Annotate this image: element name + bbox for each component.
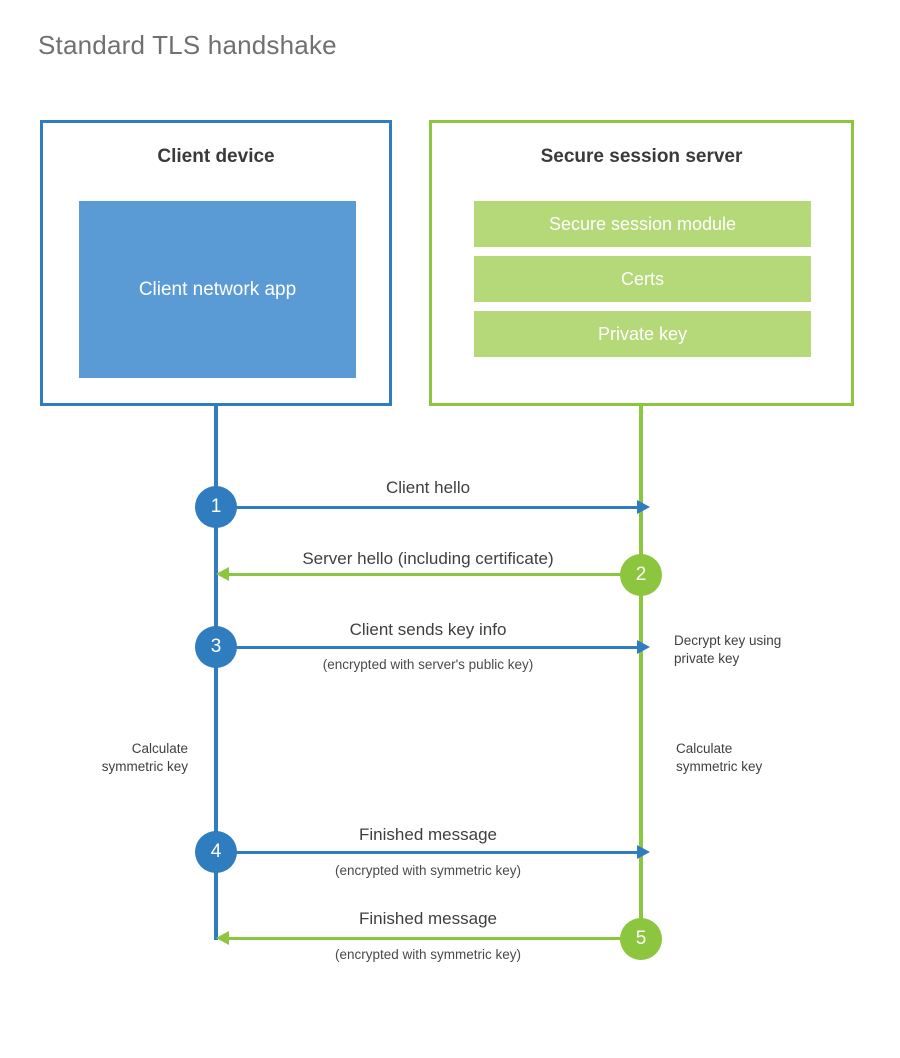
client-network-app-block: Client network app [79,201,356,378]
arrowhead-right-icon [637,500,650,514]
step-1-label: Client hello [385,478,471,497]
page-title: Standard TLS handshake [38,30,337,60]
step-4-marker: 4 [195,831,237,873]
step-5-label: Finished message [359,909,497,928]
note-calculate-symmetric-key-server: Calculate symmetric key [676,741,763,775]
step-2-arrow [216,567,641,581]
step-3-arrow [216,640,650,654]
step-1-arrow [216,500,650,514]
step-3-label: Client sends key info [349,620,507,639]
step-2-label: Server hello (including certificate) [302,549,554,568]
step-5-sublabel: (encrypted with symmetric key) [334,947,522,962]
client-lifeline [214,403,218,940]
step-4-sublabel: (encrypted with symmetric key) [334,863,522,878]
note-decrypt-key: Decrypt key using private key [674,633,782,667]
secure-session-server-title: Secure session server [540,146,743,167]
step-3-sublabel: (encrypted with server's public key) [322,657,534,672]
server-lifeline [639,403,643,940]
server-component-secure-session-module: Secure session module [474,201,811,247]
step-2-marker: 2 [620,554,662,596]
step-4-label: Finished message [359,825,497,844]
server-component-certs: Certs [474,256,811,302]
step-5-marker: 5 [620,918,662,960]
secure-session-server-box: Secure session server Secure session mod… [429,120,854,406]
client-device-title: Client device [157,146,275,167]
arrowhead-right-icon [637,640,650,654]
arrowhead-left-icon [216,567,229,581]
arrowhead-right-icon [637,845,650,859]
step-5-arrow [216,931,641,945]
note-calculate-symmetric-key-client: Calculate symmetric key [101,741,188,775]
step-1-marker: 1 [195,486,237,528]
arrowhead-left-icon [216,931,229,945]
client-device-box: Client device Client network app [40,120,392,406]
server-component-private-key: Private key [474,311,811,357]
server-components-list: Secure session module Certs Private key [474,201,811,357]
step-3-marker: 3 [195,626,237,668]
step-4-arrow [216,845,650,859]
